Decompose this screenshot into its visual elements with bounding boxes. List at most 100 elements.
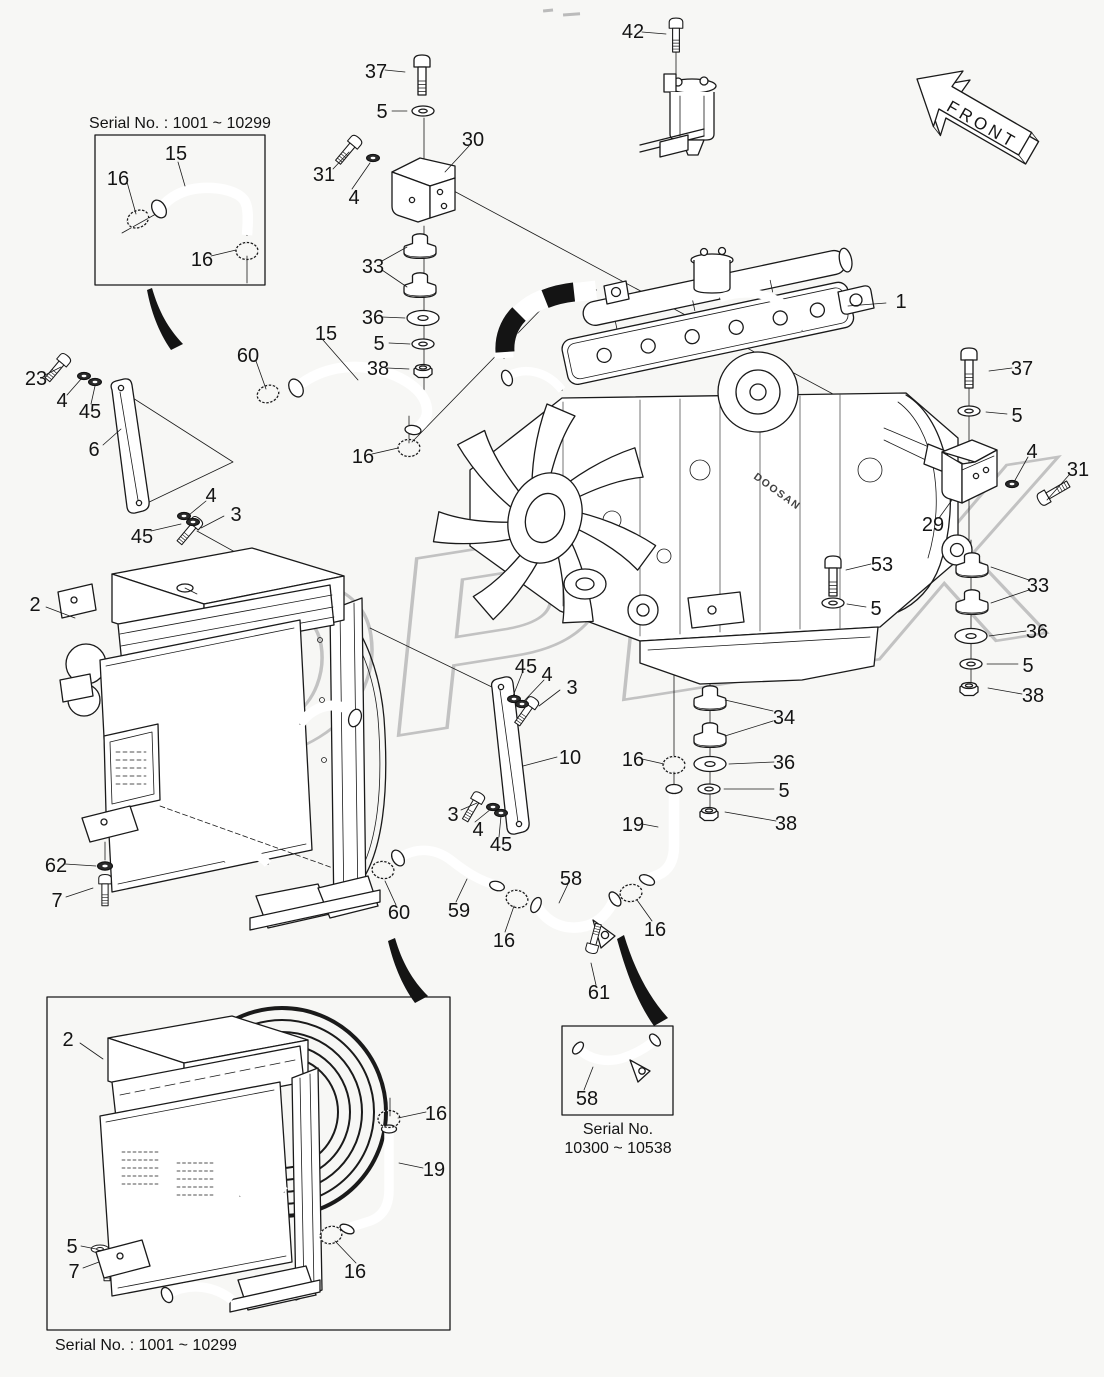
washer-4-d: [515, 699, 529, 709]
callout-58-box: 58: [576, 1088, 598, 1110]
washer-36-c: [954, 627, 988, 645]
callout-16-box: 16: [344, 1261, 366, 1283]
callout-58: 58: [560, 868, 582, 890]
hose-19-box-view: [339, 1124, 398, 1235]
bolt-7-main: [98, 874, 112, 907]
bolt-31-left: [332, 133, 365, 167]
callout-29: 29: [922, 514, 944, 536]
strut-6: [110, 378, 150, 514]
clamp-16-e: [503, 887, 531, 911]
callout-38: 38: [1022, 685, 1044, 707]
callout-16: 16: [622, 749, 644, 771]
callout-16: 16: [493, 930, 515, 952]
mount-33-a2: [403, 272, 437, 299]
washer-45-d: [494, 808, 508, 818]
bracket-30: [391, 157, 456, 223]
nut-38-b: [699, 806, 719, 822]
washer-5-d: [821, 597, 845, 609]
callout-2: 2: [29, 594, 40, 616]
mount-33-a1: [403, 233, 437, 260]
callout-16: 16: [644, 919, 666, 941]
washer-36-b: [693, 755, 727, 773]
callout-60: 60: [237, 345, 259, 367]
callout-5: 5: [1011, 405, 1022, 427]
callout-34: 34: [773, 707, 795, 729]
washer-5-e: [959, 658, 983, 670]
radiator-box-view: [95, 1006, 388, 1313]
callout-6: 6: [88, 439, 99, 461]
callout-5: 5: [870, 598, 881, 620]
serial-caption-bottom-mid-line1: Serial No.: [583, 1121, 653, 1138]
fan: [432, 403, 657, 624]
callout-45: 45: [490, 834, 512, 856]
washer-5-c: [957, 405, 981, 417]
callout-labels: 1 2 2 3 3 3 4 4 4 4 4 4 5 5 5 5 5 5 5 6 …: [25, 21, 1089, 1283]
callout-45: 45: [515, 656, 537, 678]
callout-15: 15: [315, 323, 337, 345]
callout-5: 5: [778, 780, 789, 802]
callout-59: 59: [448, 900, 470, 922]
callout-10: 10: [559, 747, 581, 769]
bolt-42: [668, 17, 684, 53]
serial-caption-bottom-mid-line2: 10300 ~ 10538: [564, 1140, 671, 1157]
bolt-37-right: [960, 347, 978, 389]
callout-53: 53: [871, 554, 893, 576]
callout-16-box: 16: [107, 168, 129, 190]
clamp-16-f: [617, 882, 645, 904]
callout-38: 38: [367, 358, 389, 380]
nut-38-c: [959, 681, 979, 697]
serial-box-bottom-mid: [561, 1025, 674, 1116]
hose-59: [390, 845, 505, 892]
callout-4: 4: [56, 390, 67, 412]
serial-caption-top-left: Serial No. : 1001 ~ 10299: [89, 115, 271, 132]
hose-58: [530, 891, 622, 953]
callout-37: 37: [1011, 358, 1033, 380]
callout-7-box: 7: [68, 1261, 79, 1283]
callout-3: 3: [566, 677, 577, 699]
washer-5-b: [411, 338, 435, 350]
callout-45: 45: [131, 526, 153, 548]
callout-38: 38: [775, 813, 797, 835]
callout-19: 19: [622, 814, 644, 836]
callout-30: 30: [462, 129, 484, 151]
callout-16-box: 16: [191, 249, 213, 271]
nut-38-a: [413, 363, 433, 379]
callout-4: 4: [541, 664, 552, 686]
callout-4: 4: [472, 819, 483, 841]
callout-5: 5: [376, 101, 387, 123]
washer-45-a: [88, 377, 102, 387]
page-artifact-marks: [542, 8, 581, 17]
callout-4: 4: [348, 187, 359, 209]
callout-5-box: 5: [66, 1236, 77, 1258]
callout-23: 23: [25, 368, 47, 390]
callout-62: 62: [45, 855, 67, 877]
callout-42: 42: [622, 21, 644, 43]
callout-1: 1: [895, 291, 906, 313]
callout-36: 36: [1026, 621, 1048, 643]
callout-3: 3: [230, 504, 241, 526]
washer-4-f: [1005, 479, 1019, 489]
leader-lines: [44, 31, 1070, 1269]
callout-45: 45: [79, 401, 101, 423]
washer-62: [96, 861, 114, 871]
bracket-29: [941, 439, 998, 504]
callout-33: 33: [1027, 575, 1049, 597]
serial-box-top-left: [94, 134, 266, 286]
washer-45-b: [186, 517, 200, 527]
callout-7: 7: [51, 890, 62, 912]
fuel-filter-42: [639, 73, 717, 158]
callout-31: 31: [1067, 459, 1089, 481]
front-direction-arrow: FRONT: [916, 70, 1040, 165]
washer-5-a: [411, 105, 435, 117]
callout-61: 61: [588, 982, 610, 1004]
callout-16-box: 16: [425, 1103, 447, 1125]
serial-box-bottom-left: [46, 996, 451, 1331]
radiator-assembly: [57, 547, 387, 931]
callout-4: 4: [205, 485, 216, 507]
callout-33: 33: [362, 256, 384, 278]
callout-15-box: 15: [165, 143, 187, 165]
callout-60: 60: [388, 902, 410, 924]
washer-5-f: [697, 783, 721, 795]
